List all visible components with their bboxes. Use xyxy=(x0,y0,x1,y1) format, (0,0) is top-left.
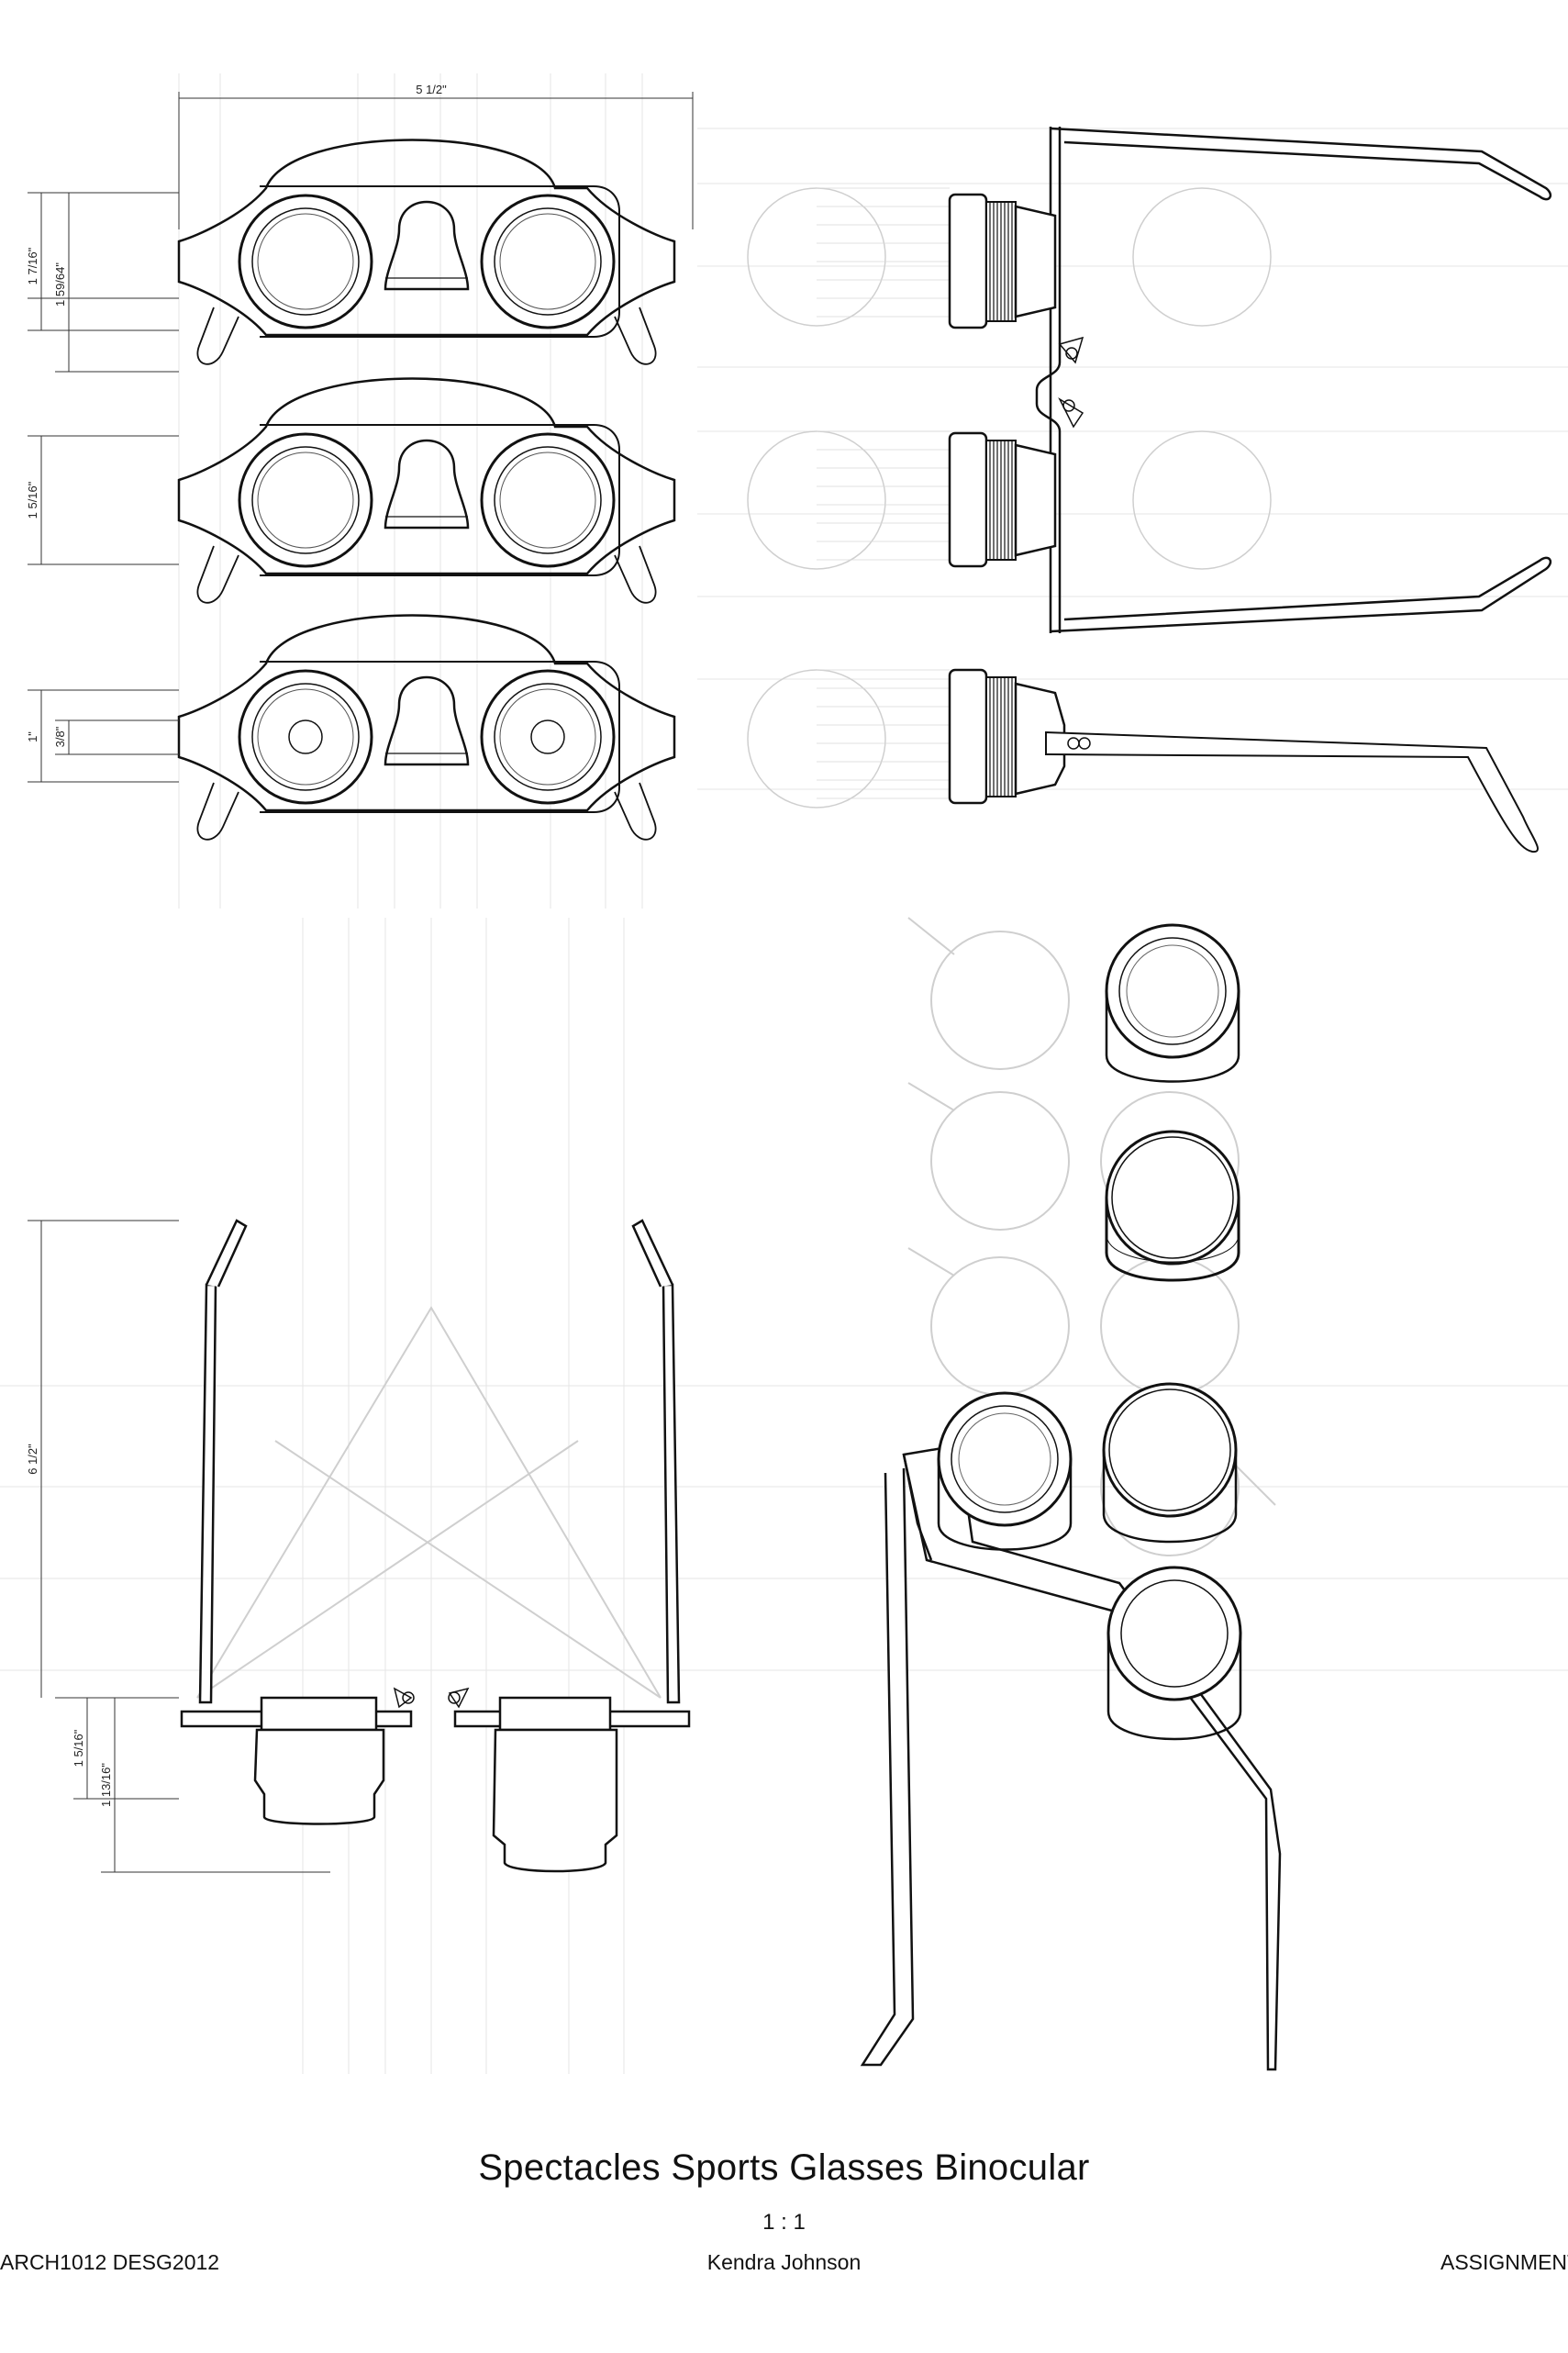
iso-eyepiece-1 xyxy=(1105,923,1240,1083)
iso-ring-3 xyxy=(1102,1382,1238,1544)
hatch-lines xyxy=(817,187,950,799)
dim-top-depth-b: 1 13/16" xyxy=(99,1763,113,1807)
dim-overall-width: 5 1/2" xyxy=(416,83,447,96)
top-view-barrels xyxy=(253,1696,618,1873)
assignment-label: ASSIGNMENT xyxy=(1440,2250,1568,2274)
iso-eyepiece-assembled-2 xyxy=(1106,1566,1242,1741)
course-code: ARCH1012 DESG2012 xyxy=(0,2250,220,2274)
top-view-barrel-2 xyxy=(948,431,1057,568)
dim-eyepiece-inner: 3/8" xyxy=(53,726,67,747)
drawing-title: Spectacles Sports Glasses Binocular xyxy=(478,2147,1090,2188)
top-view-barrel-1 xyxy=(948,193,1057,329)
construction-guides xyxy=(0,73,1568,2074)
iso-ring-2 xyxy=(1105,1130,1240,1282)
top-view-nose-pads xyxy=(393,1687,470,1709)
dim-temple-length: 6 1/2" xyxy=(26,1444,39,1475)
nose-pads xyxy=(1058,336,1084,429)
top-view-faint-temples xyxy=(196,1306,662,1699)
front-view-1 xyxy=(177,139,676,366)
front-view-2 xyxy=(177,377,676,605)
dim-top-depth-a: 1 5/16" xyxy=(72,1729,85,1767)
front-view-3 xyxy=(177,614,676,842)
dim-front-height-b: 1 59/64" xyxy=(53,262,67,307)
side-view xyxy=(948,668,1539,853)
dim-front-height-a: 1 7/16" xyxy=(26,247,39,284)
dim-eyepiece-outer: 1" xyxy=(26,731,39,742)
drawing-scale: 1 : 1 xyxy=(762,2210,806,2235)
dimension-lines-front xyxy=(28,92,694,1873)
iso-assembled-frame xyxy=(860,1444,1282,2071)
dim-mid-height: 1 5/16" xyxy=(26,481,39,519)
top-view-temples xyxy=(198,1219,681,1704)
top-view-front-bar xyxy=(180,1710,691,1728)
top-view-frame xyxy=(1035,127,1552,633)
author-name: Kendra Johnson xyxy=(706,2250,862,2274)
